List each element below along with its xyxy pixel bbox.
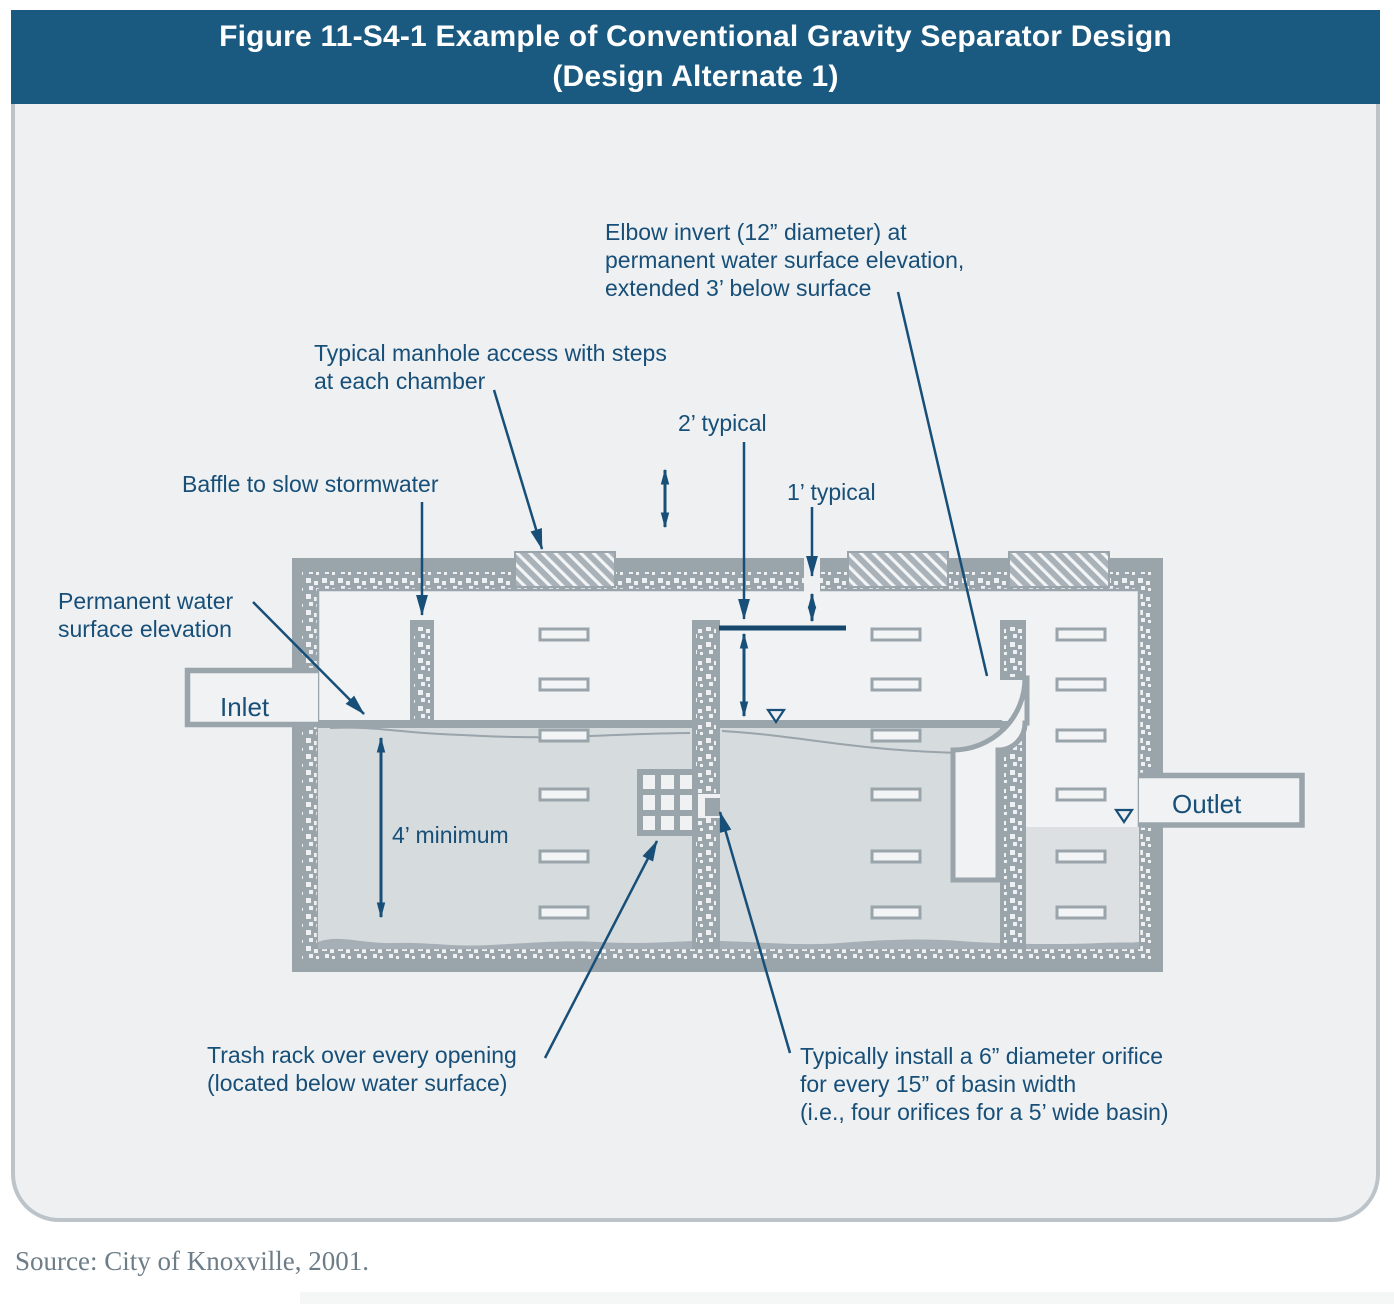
manhole-leader-arrow xyxy=(492,389,544,550)
steps-chamber-2 xyxy=(870,627,922,920)
orifice-label-line1: Typically install a 6” diameter orifice xyxy=(800,1043,1163,1069)
trash-rack xyxy=(637,769,698,836)
trash-rack-label-line1: Trash rack over every opening xyxy=(207,1042,517,1068)
trash-rack-frame xyxy=(637,769,698,836)
baffle-label: Baffle to slow stormwater xyxy=(182,471,439,497)
water-chamber-3 xyxy=(1025,827,1139,948)
elbow-label-line1: Elbow invert (12” diameter) at xyxy=(605,219,907,245)
dim-1ft-label: 1’ typical xyxy=(787,479,876,505)
inlet-pipe xyxy=(184,667,318,728)
orifice-label-line3: (i.e., four orifices for a 5’ wide basin… xyxy=(800,1099,1169,1125)
divider-wall-2-upper-stipple xyxy=(1004,627,1022,677)
inlet-pipe-bore xyxy=(187,670,318,725)
chamber-divider-wall-2 xyxy=(1000,620,1026,949)
outlet-pipe xyxy=(1139,772,1305,828)
dim-4ft-label: 4’ minimum xyxy=(392,822,509,848)
elbow-label-line2: permanent water surface elevation, xyxy=(605,247,964,273)
figure-title-line1: Figure 11-S4-1 Example of Conventional G… xyxy=(219,20,1172,53)
orifice-plate xyxy=(705,798,720,816)
elbow-pipe xyxy=(950,675,1030,883)
figure-title-line2: (Design Alternate 1) xyxy=(552,60,839,93)
water-surface-leader-arrow xyxy=(252,601,365,715)
manhole-cover-1 xyxy=(514,551,616,588)
inlet-label: Inlet xyxy=(220,692,270,722)
page-bottom-strip xyxy=(300,1292,1394,1304)
figure-header: Figure 11-S4-1 Example of Conventional G… xyxy=(11,10,1380,104)
outlet-pipe-bore xyxy=(1139,775,1302,825)
source-citation: Source: City of Knoxville, 2001. xyxy=(15,1246,369,1276)
permanent-water-surface-line xyxy=(318,720,1002,728)
trash-rack-leader-arrow xyxy=(543,840,659,1059)
trash-rack-label-line2: (located below water surface) xyxy=(207,1070,507,1096)
steps-chamber-3 xyxy=(1055,627,1107,920)
divider-wall-1-stipple xyxy=(696,627,716,945)
annotations: Elbow invert (12” diameter) at permanent… xyxy=(58,219,1242,1125)
sediment-layer xyxy=(318,938,1139,949)
manhole-cover-2 xyxy=(847,551,949,588)
water-ripple-chamber-1 xyxy=(329,726,691,739)
leaders-and-dimensions xyxy=(252,291,989,1059)
water-surface-symbol-main xyxy=(765,708,787,724)
elbow-label-line3: extended 3’ below surface xyxy=(605,275,871,301)
steps-chamber-1 xyxy=(538,627,590,920)
outlet-label: Outlet xyxy=(1172,789,1242,819)
pws-label-line1: Permanent water xyxy=(58,588,233,614)
chamber-divider-wall-1 xyxy=(690,620,720,949)
manhole-label-line1: Typical manhole access with steps xyxy=(314,340,667,366)
elbow-leader-line xyxy=(896,291,989,677)
baffle-stipple xyxy=(414,627,430,721)
orifice-label-line2: for every 15” of basin width xyxy=(800,1071,1076,1097)
manhole-label-line2: at each chamber xyxy=(314,368,486,394)
water-surface-symbol-outlet xyxy=(1113,808,1135,824)
divider-wall-2-lower-stipple xyxy=(1004,725,1022,946)
baffle xyxy=(410,620,434,724)
inlet-pipe-wall xyxy=(184,667,318,728)
pws-label-line2: surface elevation xyxy=(58,616,232,642)
outlet-pipe-wall xyxy=(1139,772,1305,828)
manhole-covers xyxy=(514,551,1110,588)
manhole-cover-3 xyxy=(1008,551,1110,588)
dim-2ft-label: 2’ typical xyxy=(678,410,767,436)
orifice-leader-arrow xyxy=(718,811,792,1054)
